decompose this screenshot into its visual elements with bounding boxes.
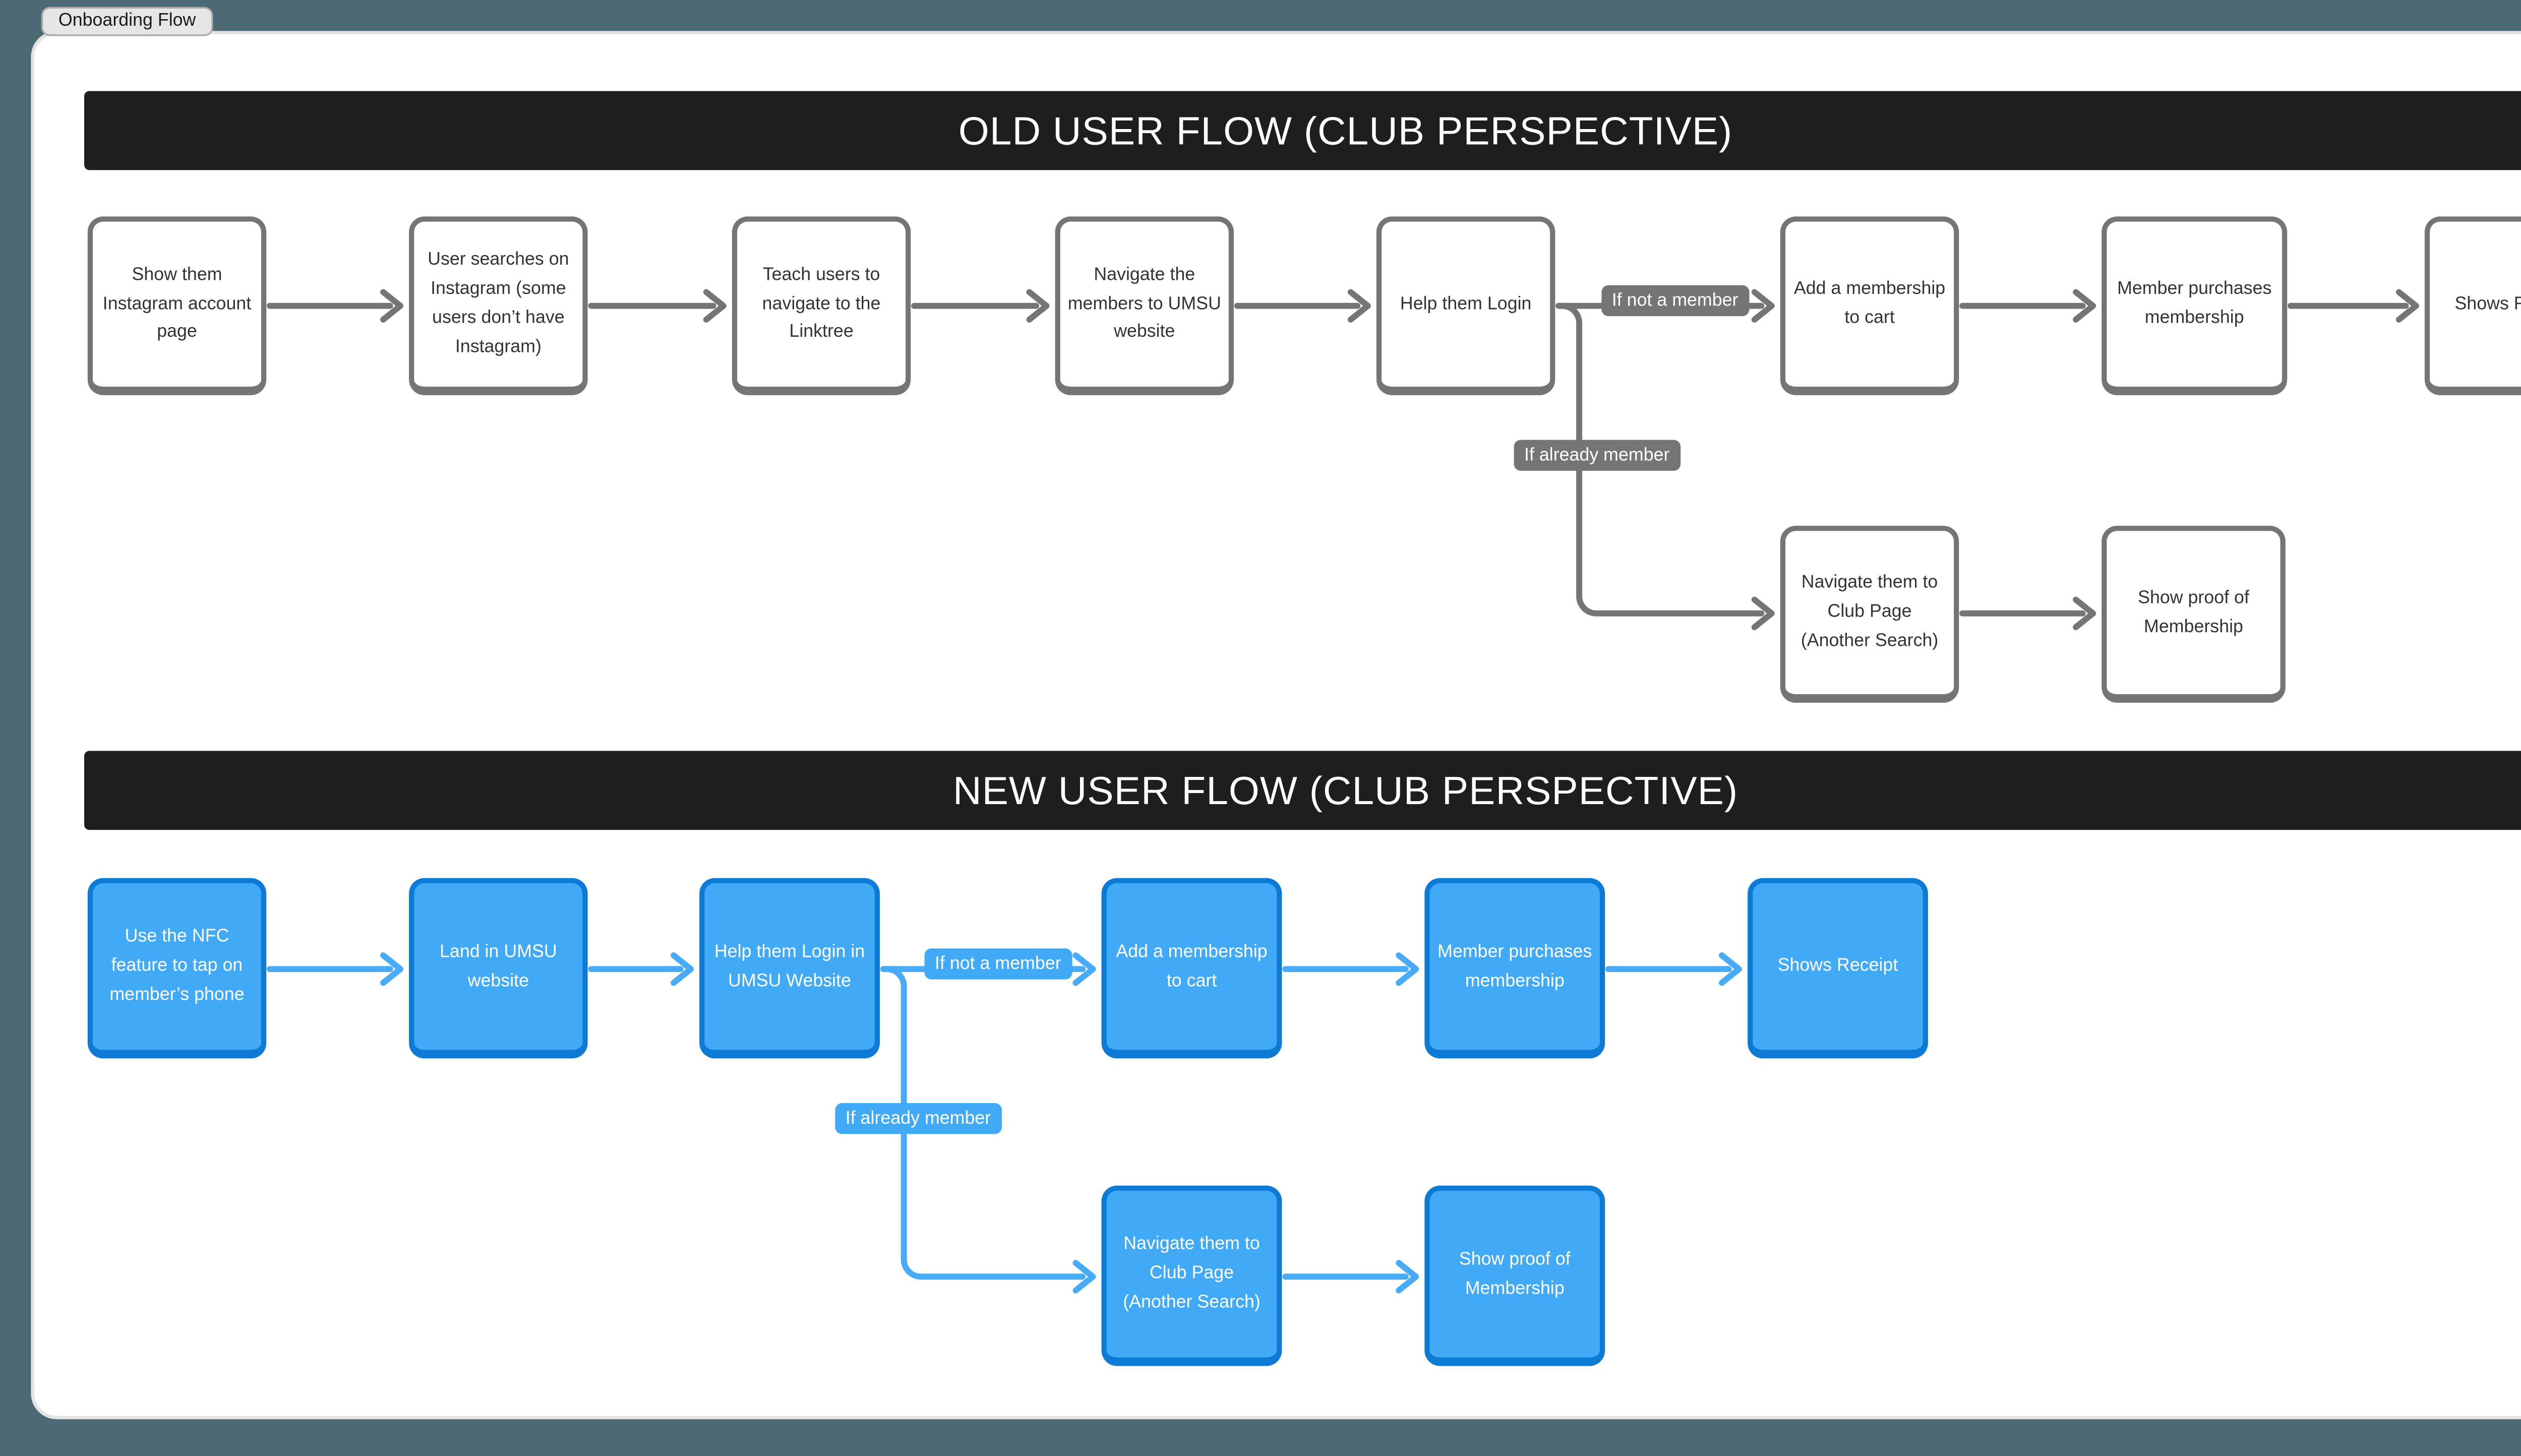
flow-node-new-6[interactable]: Shows Receipt — [1748, 878, 1928, 1059]
connector-arrow[interactable] — [1959, 596, 2096, 630]
flow-node-old-1[interactable]: Show them Instagram account page — [87, 216, 267, 395]
connector-arrow[interactable] — [911, 289, 1050, 323]
flow-node-new-1[interactable]: Use the NFC feature to tap on member’s p… — [87, 878, 267, 1059]
connector-arrow[interactable] — [1959, 289, 2096, 323]
flow-node-old-alt-2[interactable]: Show proof of Membership — [2102, 525, 2286, 703]
flow-node-old-7[interactable]: Member purchases membership — [2102, 216, 2288, 395]
flow-node-old-8[interactable]: Shows Receipt — [2424, 216, 2521, 395]
flow-node-old-alt-1[interactable]: Navigate them to Club Page (Another Sear… — [1780, 525, 1959, 703]
old-flow-header[interactable]: OLD USER FLOW (CLUB PERSPECTIVE) — [84, 91, 2521, 170]
flow-node-old-4[interactable]: Navigate the members to UMSU website — [1055, 216, 1234, 395]
connector-arrow[interactable] — [1605, 952, 1743, 986]
connector-arrow[interactable] — [1282, 952, 1419, 986]
connector-arrow[interactable] — [588, 952, 694, 986]
connector-arrow[interactable] — [1282, 1260, 1419, 1294]
connector-arrow[interactable] — [588, 289, 727, 323]
flow-node-old-3[interactable]: Teach users to navigate to the Linktree — [732, 216, 911, 395]
branch-label-already-member-old[interactable]: If already member — [1514, 440, 1680, 471]
connector-arrow[interactable] — [267, 952, 404, 986]
flow-node-new-alt-2[interactable]: Show proof of Membership — [1424, 1185, 1605, 1366]
branch-label-not-member-old[interactable]: If not a member — [1601, 285, 1749, 317]
flow-node-new-2[interactable]: Land in UMSU website — [409, 878, 588, 1059]
board-section-tab[interactable]: Onboarding Flow — [41, 7, 213, 36]
connector-arrow[interactable] — [2288, 289, 2419, 323]
flow-node-new-3[interactable]: Help them Login in UMSU Website — [699, 878, 880, 1059]
branch-label-not-member-new[interactable]: If not a member — [924, 948, 1072, 980]
new-flow-header[interactable]: NEW USER FLOW (CLUB PERSPECTIVE) — [84, 751, 2521, 830]
connector-arrow[interactable] — [267, 289, 404, 323]
connector-arrow[interactable] — [1234, 289, 1371, 323]
flow-node-new-4[interactable]: Add a membership to cart — [1101, 878, 1282, 1059]
flow-node-old-6[interactable]: Add a membership to cart — [1780, 216, 1959, 395]
flow-node-old-5[interactable]: Help them Login — [1376, 216, 1555, 395]
flow-node-new-alt-1[interactable]: Navigate them to Club Page (Another Sear… — [1101, 1185, 1282, 1366]
flow-node-old-2[interactable]: User searches on Instagram (some users d… — [409, 216, 588, 395]
flow-node-new-5[interactable]: Member purchases membership — [1424, 878, 1605, 1059]
branch-label-already-member-new[interactable]: If already member — [835, 1103, 1001, 1134]
